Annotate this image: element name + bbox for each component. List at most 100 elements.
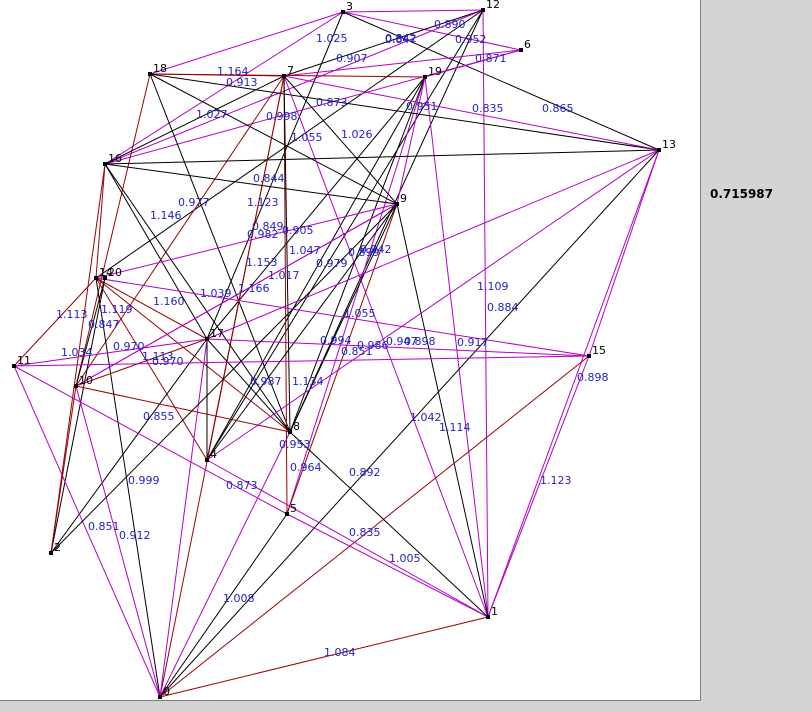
edge-weight-label: 0.970 — [113, 340, 145, 353]
node-18[interactable]: 18 — [148, 62, 167, 76]
edge-weight-label: 0.847 — [88, 318, 120, 331]
node-4[interactable]: 4 — [205, 448, 217, 462]
edge-7-8 — [283, 75, 291, 433]
edge-weight-label: 1.123 — [247, 196, 279, 209]
edge-11-5 — [13, 365, 288, 515]
edge-18-10 — [75, 73, 151, 387]
node-marker[interactable] — [587, 354, 591, 358]
edge-weight-label: 0.951 — [406, 100, 438, 113]
edge-weight-label: 0.998 — [266, 110, 298, 123]
node-16[interactable]: 16 — [103, 152, 122, 166]
node-marker[interactable] — [12, 364, 16, 368]
node-3[interactable]: 3 — [341, 0, 353, 14]
node-marker[interactable] — [481, 8, 485, 12]
node-marker[interactable] — [158, 695, 162, 699]
edge-weight-label: 0.999 — [128, 474, 160, 487]
node-marker[interactable] — [395, 202, 399, 206]
score-readout: 0.715987 — [710, 187, 774, 201]
node-label: 18 — [153, 62, 167, 75]
node-marker[interactable] — [103, 162, 107, 166]
edge-7-5 — [283, 75, 288, 515]
node-12[interactable]: 12 — [481, 0, 500, 12]
node-15[interactable]: 15 — [587, 344, 606, 358]
edge-18-7 — [149, 73, 285, 77]
edge-19-4 — [206, 76, 426, 461]
node-label: 13 — [662, 138, 676, 151]
node-0[interactable]: 0 — [158, 685, 170, 699]
edge-weight-label: 0.890 — [434, 18, 466, 31]
edge-17-8 — [206, 338, 291, 433]
edge-4-1 — [206, 459, 489, 618]
edge-weight-label: 0.835 — [349, 526, 381, 539]
edge-13-15 — [588, 149, 660, 357]
node-20[interactable]: 20 — [103, 266, 122, 280]
edge-weight-label: 0.892 — [349, 466, 381, 479]
node-7[interactable]: 7 — [282, 64, 294, 78]
node-1[interactable]: 1 — [486, 605, 498, 619]
node-marker[interactable] — [49, 551, 53, 555]
node-17[interactable]: 17 — [205, 327, 224, 341]
node-label: 2 — [54, 541, 61, 554]
edge-weight-label: 0.912 — [119, 529, 151, 542]
edge-10-0 — [75, 385, 161, 698]
edge-weight-label: 1.109 — [477, 280, 509, 293]
edge-13-0 — [159, 149, 660, 698]
edge-11-17 — [13, 338, 208, 367]
node-9[interactable]: 9 — [395, 192, 407, 206]
edge-weight-label: 0.835 — [472, 102, 504, 115]
node-label: 15 — [592, 344, 606, 357]
node-marker[interactable] — [148, 72, 152, 76]
edge-weight-label: 1.146 — [150, 209, 182, 222]
node-marker[interactable] — [205, 337, 209, 341]
node-marker[interactable] — [205, 458, 209, 462]
edge-17-0 — [159, 338, 208, 698]
node-marker[interactable] — [486, 615, 490, 619]
node-label: 7 — [287, 64, 294, 77]
edge-6-19 — [424, 49, 522, 78]
node-label: 5 — [290, 502, 297, 515]
edge-8-1 — [289, 431, 489, 618]
edge-16-8 — [104, 163, 291, 433]
edge-5-1 — [286, 513, 489, 618]
edge-16-2 — [50, 163, 106, 554]
edge-weight-label: 1.134 — [292, 375, 324, 388]
node-label: 19 — [428, 65, 442, 78]
node-19[interactable]: 19 — [423, 65, 442, 79]
node-13[interactable]: 13 — [657, 138, 676, 152]
node-marker[interactable] — [423, 75, 427, 79]
node-10[interactable]: 10 — [74, 374, 93, 388]
edge-7-9 — [283, 75, 398, 205]
edge-10-2 — [50, 385, 77, 554]
node-8[interactable]: 8 — [288, 420, 300, 434]
edge-weight-label: 1.153 — [246, 256, 278, 269]
edge-19-17 — [206, 76, 426, 340]
node-6[interactable]: 6 — [519, 38, 531, 52]
node-marker[interactable] — [519, 48, 523, 52]
edge-weight-label: 0.842 — [385, 32, 417, 45]
node-marker[interactable] — [103, 276, 107, 280]
node-marker[interactable] — [341, 10, 345, 14]
node-marker[interactable] — [657, 148, 661, 152]
edge-weight-label: 0.905 — [282, 224, 314, 237]
node-2[interactable]: 2 — [49, 541, 61, 555]
node-5[interactable]: 5 — [285, 502, 297, 516]
edge-weight-label: 1.055 — [344, 307, 376, 320]
node-14[interactable]: 14 — [94, 266, 113, 280]
edge-weight-label: 0.977 — [178, 196, 210, 209]
node-marker[interactable] — [285, 512, 289, 516]
edge-18-9 — [149, 73, 398, 205]
edge-18-13 — [149, 73, 660, 151]
node-marker[interactable] — [282, 74, 286, 78]
edge-13-1 — [487, 149, 660, 618]
node-marker[interactable] — [74, 384, 78, 388]
edge-8-0 — [159, 431, 291, 698]
node-label: 9 — [400, 192, 407, 205]
node-marker[interactable] — [94, 276, 98, 280]
edge-3-17 — [206, 11, 344, 340]
node-11[interactable]: 11 — [12, 354, 31, 368]
node-label: 12 — [486, 0, 500, 11]
node-marker[interactable] — [288, 430, 292, 434]
edge-weight-label: 0.987 — [250, 375, 282, 388]
edge-weight-label: 1.027 — [196, 108, 228, 121]
